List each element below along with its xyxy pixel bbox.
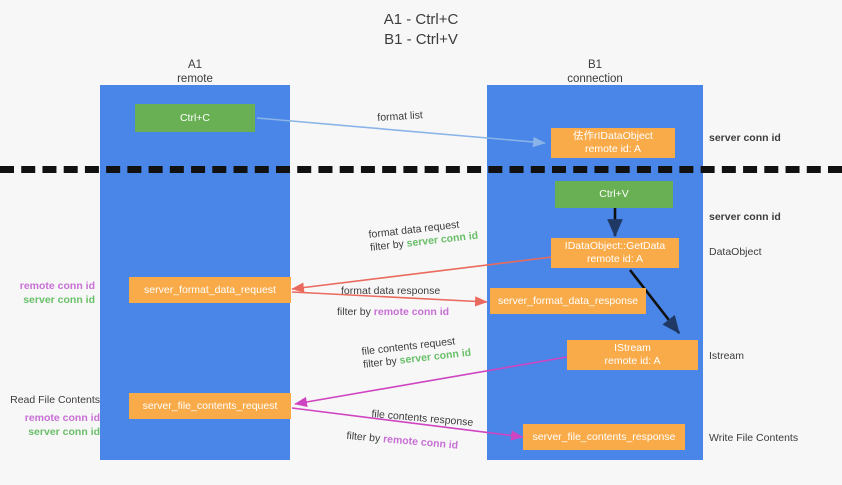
edge-file-contents-response-prefix: filter by <box>345 429 384 446</box>
edge-label-format-data-response: format data response filter by remote co… <box>337 285 449 319</box>
edge-format-data-response-prefix: filter by <box>337 306 374 318</box>
column-b1-name: B1 <box>587 59 603 71</box>
annotation-server-conn-id-top: server conn id <box>709 132 781 144</box>
annotation-left-upper: remote conn id server conn id <box>0 279 95 307</box>
edge-format-data-response-key: remote conn id <box>373 306 450 318</box>
title-line-2: B1 - Ctrl+V <box>384 31 458 48</box>
node-format-data-response-label: server_format_data_response <box>497 294 639 307</box>
node-idataobject-line1: 佉作rIDataObject <box>573 130 653 142</box>
annotation-left-lower-server: server conn id <box>28 426 100 438</box>
node-file-contents-response-label: server_file_contents_response <box>532 430 676 443</box>
arrow-format-data-response <box>291 291 488 307</box>
annotation-left-upper-server: server conn id <box>23 294 95 306</box>
node-istream-line1: IStream <box>614 342 651 354</box>
arrow-getdata-to-istream <box>628 269 681 335</box>
node-file-contents-request-label: server_file_contents_request <box>142 399 278 412</box>
annotation-left-lower-remote: remote conn id <box>24 412 100 424</box>
node-istream[interactable]: IStream remote id: A <box>567 340 698 370</box>
annotation-write-file-contents: Write File Contents <box>709 432 799 444</box>
annotation-dataobject: DataObject <box>709 246 762 258</box>
node-server-format-data-response[interactable]: server_format_data_response <box>490 288 646 314</box>
annotation-read-file-contents: Read File Contents <box>10 394 100 406</box>
node-server-file-contents-response[interactable]: server_file_contents_response <box>523 424 685 450</box>
node-getdata-line1: IDataObject::GetData <box>564 240 666 252</box>
column-a1-name: A1 <box>187 59 203 71</box>
edge-label-format-list-text: format list <box>377 109 424 124</box>
column-header-b1: B1 connection <box>520 58 670 86</box>
node-ctrl-c-label: Ctrl+C <box>179 111 211 124</box>
node-getdata-line2: remote id: A <box>586 253 644 265</box>
annotation-server-conn-id-middle: server conn id <box>709 211 781 223</box>
node-server-file-contents-request[interactable]: server_file_contents_request <box>129 393 291 419</box>
node-format-data-request-label: server_format_data_request <box>144 283 276 296</box>
node-server-format-data-request[interactable]: server_format_data_request <box>129 277 291 303</box>
arrow-format-data-request <box>291 256 553 293</box>
node-idataobject-line2: remote id: A <box>584 143 642 155</box>
node-ctrl-c[interactable]: Ctrl+C <box>135 104 255 132</box>
node-ctrl-v-label: Ctrl+V <box>599 188 629 200</box>
page-title: A1 - Ctrl+C B1 - Ctrl+V <box>0 10 842 50</box>
annotation-istream: Istream <box>709 350 745 362</box>
phase-divider <box>0 166 842 173</box>
edge-format-data-response-line1: format data response <box>341 285 441 297</box>
arrow-format-list <box>256 117 546 148</box>
arrow-file-contents-request <box>294 356 568 408</box>
column-b1-role: connection <box>567 73 623 85</box>
annotation-left-lower: Read File Contents remote conn id server… <box>0 393 100 439</box>
node-idataobject-remote[interactable]: 佉作rIDataObject remote id: A <box>551 128 675 158</box>
title-line-1: A1 - Ctrl+C <box>383 11 459 28</box>
column-a1-role: remote <box>177 73 213 85</box>
edge-format-data-response-line2: filter by remote conn id <box>337 306 449 319</box>
arrow-file-contents-response <box>291 407 524 441</box>
node-istream-line2: remote id: A <box>604 355 661 367</box>
column-header-a1: A1 remote <box>120 58 270 86</box>
node-idataobject-getdata[interactable]: IDataObject::GetData remote id: A <box>551 238 679 268</box>
edge-label-format-list: format list <box>377 109 423 125</box>
annotation-left-upper-remote: remote conn id <box>19 280 95 292</box>
node-ctrl-v[interactable]: Ctrl+V <box>555 181 673 208</box>
